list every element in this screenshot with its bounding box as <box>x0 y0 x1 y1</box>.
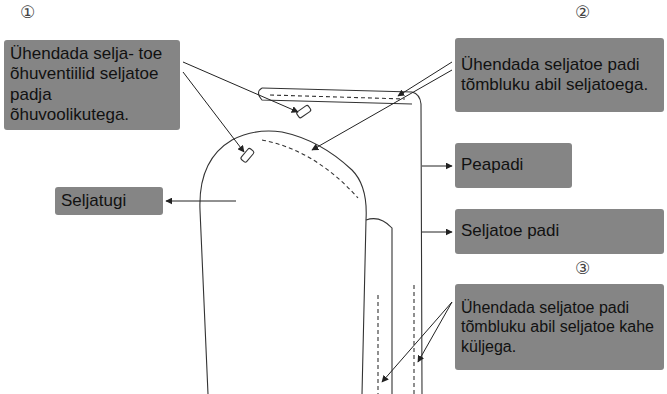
leader-line <box>183 62 298 112</box>
callout-number: ① <box>20 2 35 22</box>
cushion-top-edge <box>259 88 413 104</box>
instruction-callout: Ühendada seljatoe padi tõmbluku abil sel… <box>455 38 664 112</box>
callout-text: Ühendada seljatoe padi tõmbluku abil sel… <box>461 298 658 356</box>
leader-line <box>422 166 452 167</box>
air-valve <box>296 105 311 119</box>
zipper-side <box>377 295 378 394</box>
part-label: Peapadi <box>455 143 572 188</box>
zipper-top <box>270 95 405 99</box>
callout-number: ② <box>575 2 590 22</box>
part-label: Seljatoe padi <box>455 209 664 254</box>
instruction-callout: Ühendada selja- toe õhuventiilid seljato… <box>4 40 180 130</box>
seatback-cushion <box>262 88 422 394</box>
leader-line <box>422 232 452 233</box>
callout-text: Ühendada selja- toe õhuventiilid seljato… <box>10 44 174 126</box>
zipper-side <box>413 285 414 394</box>
seatback <box>200 131 366 394</box>
leader-line <box>312 70 452 150</box>
callout-text: Seljatoe padi <box>461 221 658 241</box>
leader-line <box>398 62 452 96</box>
seatback-side <box>366 219 392 394</box>
leader-line <box>418 302 452 362</box>
leader-line <box>166 201 236 202</box>
leader-line <box>382 302 452 382</box>
part-label: Seljatugi <box>55 187 163 215</box>
instruction-callout: Ühendada seljatoe padi tõmbluku abil sel… <box>455 284 664 370</box>
callout-text: Ühendada seljatoe padi tõmbluku abil sel… <box>461 55 658 96</box>
callout-number: ③ <box>575 258 590 278</box>
callout-text: Seljatugi <box>61 191 157 211</box>
callout-text: Peapadi <box>461 155 566 175</box>
leader-line <box>183 72 244 152</box>
seatback-top-seam <box>262 140 358 198</box>
